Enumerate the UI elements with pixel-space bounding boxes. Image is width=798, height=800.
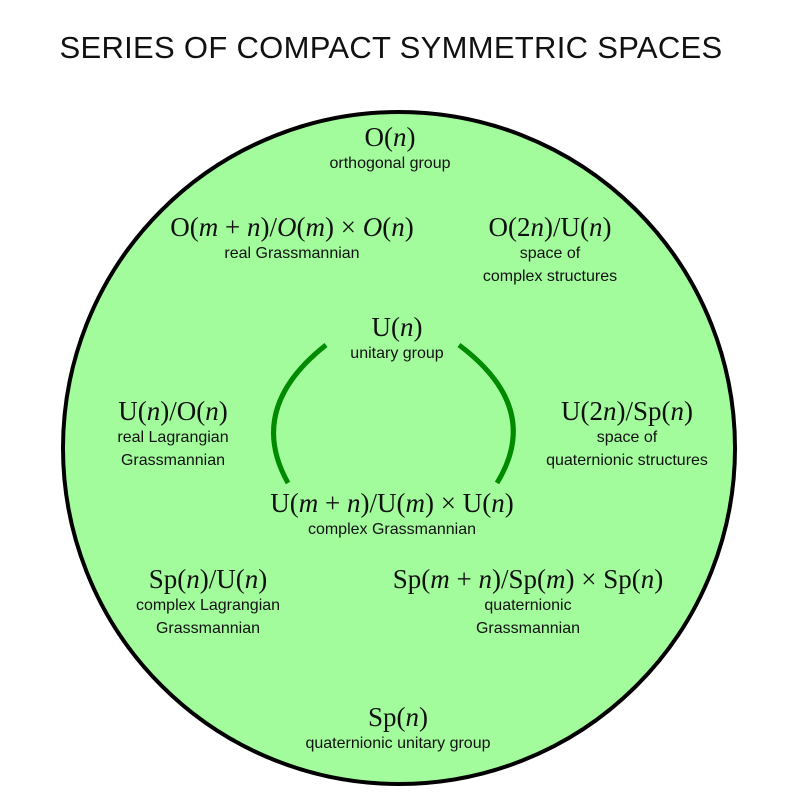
left-arc [271, 343, 328, 485]
label-complex-grassmannian: complex Grassmannian [307, 521, 477, 538]
node-complex-lagrangian: Sp(n)/U(n) complex Lagrangian Grassmanni… [108, 564, 308, 640]
diagram-title: SERIES OF COMPACT SYMMETRIC SPACES [59, 30, 723, 65]
label-grassmannian: Grassmannian [155, 620, 261, 637]
label-real-lagrangian: real Lagrangian [117, 429, 229, 446]
node-quaternionic-unitary-group: Sp(n) quaternionic unitary group [268, 702, 528, 755]
formula-complex-structures: O(2n)/U(n) [488, 212, 612, 242]
label-orthogonal-group: orthogonal group [329, 155, 451, 172]
label-space-of: space of [519, 245, 581, 262]
node-complex-grassmannian: U(m + n)/U(m) × U(n) complex Grassmannia… [222, 488, 562, 541]
node-quaternionic-grassmannian: Sp(m + n)/Sp(m) × Sp(n) quaternionic Gra… [353, 564, 703, 640]
formula-complex-grassmannian: U(m + n)/U(m) × U(n) [270, 488, 514, 518]
formula-quaternionic-structures: U(2n)/Sp(n) [561, 396, 693, 426]
right-arc [457, 343, 516, 485]
formula-quaternionic-grassmannian: Sp(m + n)/Sp(m) × Sp(n) [392, 564, 664, 594]
label-grassmannian: Grassmannian [475, 620, 581, 637]
formula-real-grassmannian: O(m + n)/O(m) × O(n) [170, 212, 414, 242]
label-grassmannian: Grassmannian [120, 452, 226, 469]
label-quaternionic-unitary-group: quaternionic unitary group [305, 735, 491, 752]
node-real-lagrangian: U(n)/O(n) real Lagrangian Grassmannian [73, 396, 273, 472]
formula-real-lagrangian: U(n)/O(n) [118, 396, 228, 426]
formula-complex-lagrangian: Sp(n)/U(n) [148, 564, 268, 594]
label-complex-lagrangian: complex Lagrangian [135, 597, 281, 614]
label-quaternionic-structures: quaternionic structures [546, 452, 708, 469]
node-quaternionic-structures: U(2n)/Sp(n) space of quaternionic struct… [517, 396, 737, 472]
label-real-grassmannian: real Grassmannian [224, 245, 360, 262]
node-complex-structures: O(2n)/U(n) space of complex structures [450, 212, 650, 288]
formula-sp-n: Sp(n) [367, 702, 428, 732]
label-quaternionic: quaternionic [484, 597, 572, 614]
formula-text: O(n) [364, 122, 416, 152]
outer-disk [61, 110, 737, 786]
node-unitary-group: U(n) unitary group [297, 312, 497, 365]
label-space-of: space of [596, 429, 658, 446]
node-orthogonal-group: O(n) orthogonal group [290, 122, 490, 175]
label-complex-structures: complex structures [482, 268, 618, 285]
label-unitary-group: unitary group [350, 345, 444, 362]
formula-u-n: U(n) [371, 312, 423, 342]
formula-o-n: O(n) [290, 122, 490, 152]
node-real-grassmannian: O(m + n)/O(m) × O(n) real Grassmannian [122, 212, 462, 265]
